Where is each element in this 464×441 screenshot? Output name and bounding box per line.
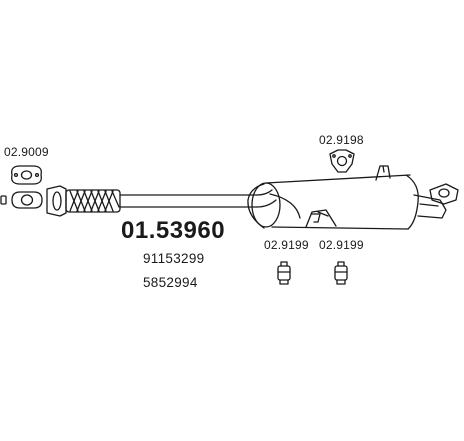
rubber-mount-left-shape (277, 261, 291, 285)
rubber-mount-right-shape (334, 261, 348, 285)
front-flange-shape (0, 191, 43, 209)
gasket-part-label: 02.9009 (4, 145, 49, 159)
oe-number-2: 5852994 (143, 275, 198, 290)
gasket-ring-shape (11, 165, 42, 185)
clamp-part-label: 02.9198 (319, 133, 364, 147)
mount-right-part-label: 02.9199 (319, 238, 364, 252)
oe-number-1: 91153299 (143, 251, 205, 266)
rear-muffler-shape (247, 165, 459, 230)
exhaust-pipe-shape (46, 185, 277, 217)
flange-clamp-shape (329, 149, 355, 173)
mount-left-part-label: 02.9199 (264, 238, 309, 252)
main-part-number: 01.53960 (121, 217, 226, 244)
